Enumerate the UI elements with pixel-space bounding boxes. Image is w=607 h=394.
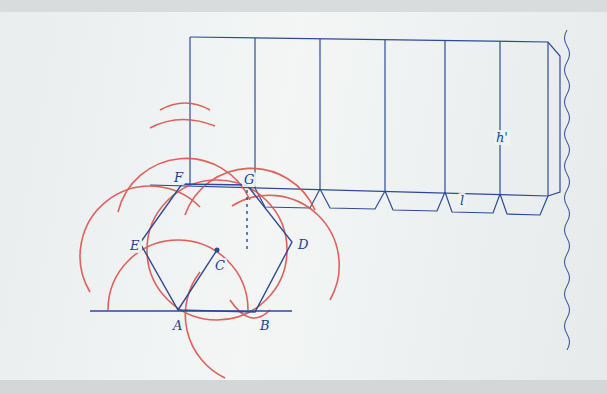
dimension-label: h': [494, 130, 510, 145]
glue-tab: [320, 189, 385, 209]
glue-tab: [385, 191, 445, 211]
net-edge: [254, 38, 255, 188]
compass-arc: [185, 272, 225, 378]
vertex-label: E: [128, 238, 142, 253]
net-edge: [319, 39, 320, 189]
dashed-line: [246, 190, 247, 250]
net-base: [150, 185, 548, 196]
compass-arc: [150, 119, 215, 128]
net-edge: [384, 40, 385, 191]
hexagon: [90, 184, 292, 312]
wavy-line: [565, 30, 570, 350]
glue-tab: [500, 194, 548, 215]
vertex-label: D: [296, 237, 310, 252]
vertex-label: G: [242, 172, 256, 187]
board-edge: [0, 380, 607, 394]
net-edge: [499, 41, 500, 194]
center-point: [215, 248, 219, 252]
vertex-label: A: [171, 318, 184, 333]
compass-arc: [230, 300, 270, 318]
compass-arcs: [80, 103, 339, 378]
compass-arc: [160, 103, 210, 110]
compass-arc: [147, 180, 287, 320]
net-edge: [547, 42, 548, 196]
net-edge: [189, 37, 190, 185]
compass-arc: [185, 168, 315, 215]
net-edge: [444, 41, 445, 192]
net-outline: [190, 37, 560, 196]
vertex-label: C: [213, 258, 227, 273]
prism-net: [150, 30, 570, 350]
construction-line: [178, 250, 217, 310]
board-edge: [0, 0, 607, 12]
compass-arc: [232, 195, 339, 300]
compass-arc: [80, 186, 200, 292]
glue-tab: [445, 192, 500, 213]
dimension-label: l: [458, 193, 466, 208]
hexagon-outline: [140, 184, 292, 312]
vertex-label: F: [172, 170, 185, 185]
vertex-label: B: [258, 318, 272, 333]
